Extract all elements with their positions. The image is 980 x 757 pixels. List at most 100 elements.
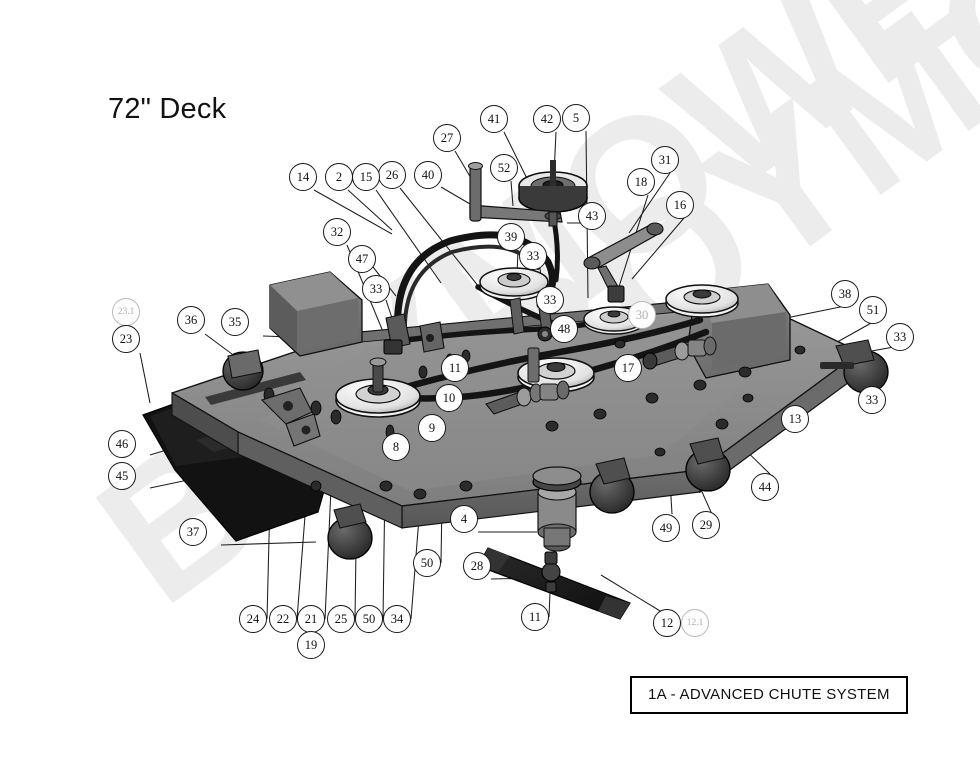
callout-bubble-47[interactable]: 47	[348, 245, 376, 273]
callout-bubble-11[interactable]: 11	[521, 603, 549, 631]
callout-bubble-37[interactable]: 37	[179, 518, 207, 546]
callout-label: 10	[442, 390, 456, 405]
callout-label: 11	[528, 609, 542, 624]
callout-bubble-5[interactable]: 5	[562, 104, 590, 132]
callout-bubble-33[interactable]: 33	[536, 286, 564, 314]
callout-label: 48	[557, 321, 571, 336]
callout-bubble-27[interactable]: 27	[433, 124, 461, 152]
callout-bubble-13[interactable]: 13	[781, 405, 809, 433]
callout-bubble-45[interactable]: 45	[108, 462, 136, 490]
callout-bubble-36[interactable]: 36	[177, 306, 205, 334]
callout-label: 37	[186, 524, 200, 539]
leader-line	[399, 187, 480, 288]
callout-bubble-34[interactable]: 34	[383, 605, 411, 633]
callout-label: 33	[526, 248, 540, 263]
callout-bubble-11[interactable]: 11	[441, 354, 469, 382]
callout-label: 33	[893, 329, 907, 344]
callout-label: 38	[838, 286, 852, 301]
callout-label: 29	[699, 517, 713, 532]
callout-bubble-40[interactable]: 40	[414, 161, 442, 189]
center-brackets	[383, 297, 553, 355]
leader-line	[631, 217, 685, 280]
callout-label: 14	[296, 169, 310, 184]
leader-line	[139, 352, 151, 404]
callout-label: 34	[390, 611, 404, 626]
callout-bubble-23[interactable]: 23	[112, 325, 140, 353]
callout-bubble-24[interactable]: 24	[239, 605, 267, 633]
legend-box: 1A - ADVANCED CHUTE SYSTEM	[630, 676, 908, 714]
callout-label: 51	[866, 302, 880, 317]
callout-bubble-49[interactable]: 49	[652, 514, 680, 542]
callout-label: 15	[359, 169, 373, 184]
callout-bubble-8[interactable]: 8	[382, 433, 410, 461]
callout-bubble-17[interactable]: 17	[614, 354, 642, 382]
callout-bubble-33[interactable]: 33	[362, 275, 390, 303]
callout-bubble-52[interactable]: 52	[490, 154, 518, 182]
roller-rod-assemblies	[485, 336, 717, 415]
callout-label: 24	[246, 611, 260, 626]
callout-label: 23	[119, 331, 133, 346]
leader-line	[347, 189, 393, 231]
callout-bubble-10[interactable]: 10	[435, 384, 463, 412]
callout-bubble-14[interactable]: 14	[289, 163, 317, 191]
callout-label: 50	[420, 555, 434, 570]
callout-label: 12.1	[686, 618, 704, 628]
callout-label: 30	[635, 307, 649, 322]
callout-bubble-21[interactable]: 21	[297, 605, 325, 633]
callout-bubble-39[interactable]: 39	[497, 223, 525, 251]
callout-label: 46	[115, 436, 129, 451]
callout-bubble-29[interactable]: 29	[692, 511, 720, 539]
callout-bubble-33[interactable]: 33	[519, 242, 547, 270]
callout-bubble-38[interactable]: 38	[831, 280, 859, 308]
callout-bubble-50[interactable]: 50	[355, 605, 383, 633]
callout-bubble-23-1[interactable]: 23.1	[112, 298, 140, 326]
callout-label: 4	[460, 511, 468, 526]
callout-label: 49	[659, 520, 673, 535]
callout-bubble-16[interactable]: 16	[666, 191, 694, 219]
callout-bubble-33[interactable]: 33	[858, 386, 886, 414]
callout-bubble-33[interactable]: 33	[886, 323, 914, 351]
callout-bubble-9[interactable]: 9	[418, 414, 446, 442]
callout-bubble-35[interactable]: 35	[221, 308, 249, 336]
leader-line	[440, 186, 471, 205]
leader-line	[204, 333, 237, 358]
callout-bubble-12[interactable]: 12	[653, 609, 681, 637]
callout-bubble-22[interactable]: 22	[269, 605, 297, 633]
legend-label: 1A - ADVANCED CHUTE SYSTEM	[648, 686, 890, 703]
callout-bubble-18[interactable]: 18	[627, 168, 655, 196]
callout-label: 21	[304, 611, 318, 626]
leader-line	[548, 591, 551, 618]
callout-bubble-25[interactable]: 25	[327, 605, 355, 633]
callout-label: 19	[304, 637, 318, 652]
callout-bubble-15[interactable]: 15	[352, 163, 380, 191]
callout-label: 27	[440, 130, 454, 145]
callout-label: 33	[865, 392, 879, 407]
callout-bubble-42[interactable]: 42	[533, 105, 561, 133]
callout-bubble-46[interactable]: 46	[108, 430, 136, 458]
callout-bubble-48[interactable]: 48	[550, 315, 578, 343]
callout-label: 47	[355, 251, 369, 266]
callout-bubble-44[interactable]: 44	[751, 473, 779, 501]
left-mount-bracket	[260, 387, 321, 447]
callout-bubble-30[interactable]: 30	[628, 301, 656, 329]
callout-bubble-28[interactable]: 28	[463, 552, 491, 580]
callout-bubble-2[interactable]: 2	[325, 163, 353, 191]
callout-bubble-43[interactable]: 43	[578, 202, 606, 230]
leader-line	[510, 180, 514, 207]
callout-bubble-32[interactable]: 32	[323, 218, 351, 246]
callout-bubble-26[interactable]: 26	[378, 161, 406, 189]
callout-bubble-4[interactable]: 4	[450, 505, 478, 533]
callout-bubble-50[interactable]: 50	[413, 549, 441, 577]
callout-bubble-12-1[interactable]: 12.1	[681, 609, 709, 637]
callout-label: 28	[470, 558, 484, 573]
callout-bubble-51[interactable]: 51	[859, 296, 887, 324]
callout-bubble-41[interactable]: 41	[480, 105, 508, 133]
callout-bubble-19[interactable]: 19	[297, 631, 325, 659]
callout-bubble-31[interactable]: 31	[651, 146, 679, 174]
drive-pulley-assembly	[468, 160, 588, 227]
page-title: 72" Deck	[108, 93, 227, 125]
arm-linkage-right	[583, 222, 664, 303]
callout-label: 40	[421, 167, 435, 182]
